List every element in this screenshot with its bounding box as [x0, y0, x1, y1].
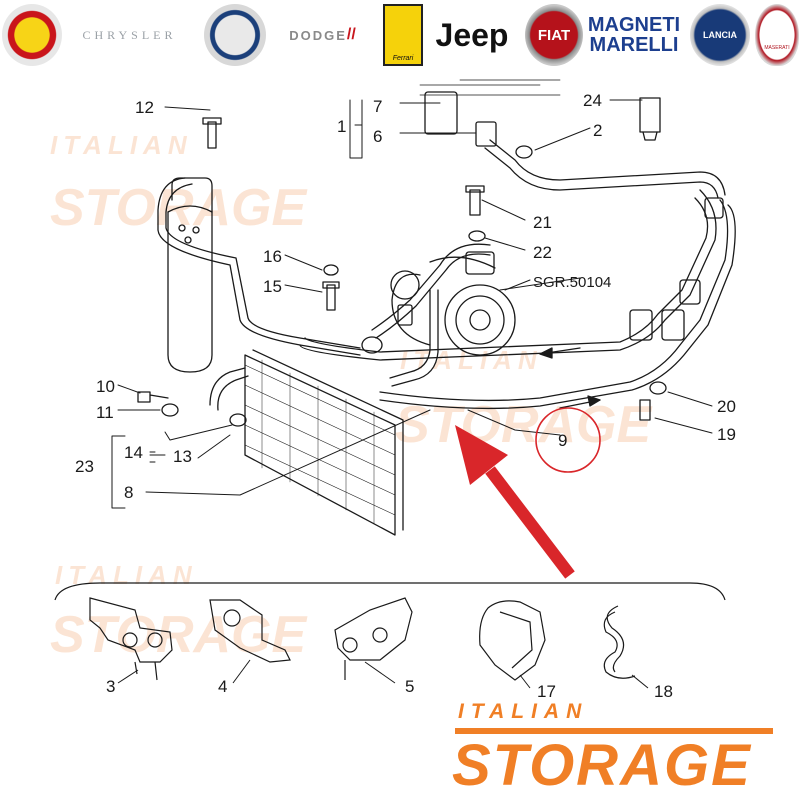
hose-clip-center: [397, 304, 413, 326]
bolt-12: [202, 117, 222, 149]
maserati-logo-text: MASERATI: [764, 45, 790, 51]
dodge-logo-text: DODGE: [289, 27, 347, 43]
label-4: 4: [218, 677, 227, 696]
nut-2: [515, 145, 533, 159]
logo-divider-bar: [455, 728, 773, 734]
bolt-15: [322, 281, 340, 311]
ferrari-logo: Ferrari: [383, 4, 423, 66]
washer-22: [468, 230, 486, 242]
right-fitting-b: [661, 309, 685, 341]
label-18: 18: [654, 682, 673, 701]
compressor-fitting: [465, 251, 495, 275]
part-3-bracket: [89, 597, 173, 681]
maserati-logo: MASERATI: [755, 4, 799, 66]
pressure-switch: [639, 97, 661, 133]
compressor: [390, 256, 516, 356]
fitting-6: [475, 121, 497, 147]
magneti-marelli-logo: MAGNETI MARELLI: [588, 4, 680, 66]
italian-storage-logo-main: STORAGE: [452, 733, 752, 798]
highlight-circle-9: [535, 407, 601, 473]
part-5-bracket: [334, 597, 413, 680]
lancia-logo: LANCIA: [690, 4, 750, 66]
label-5: 5: [405, 677, 414, 696]
label-8: 8: [124, 483, 133, 502]
label-13: 13: [173, 447, 192, 466]
label-7: 7: [373, 97, 382, 116]
bolt-21: [465, 185, 485, 216]
ferrari-logo-text: Ferrari: [392, 55, 414, 62]
label-sgr-code: SGR.50104: [533, 274, 611, 291]
fitting-7: [424, 91, 458, 135]
part-17-clamp: [479, 600, 546, 681]
bolt-19: [639, 399, 651, 421]
label-2: 2: [593, 121, 602, 140]
red-pointer-arrow: [455, 425, 575, 579]
label-11: 11: [96, 403, 114, 422]
jeep-logo-text: Jeep: [435, 16, 509, 53]
label-23: 23: [75, 457, 94, 476]
right-fitting-d: [704, 197, 724, 219]
brand-logo-bar: CHRYSLER DODGE// Ferrari Jeep FIAT MAGNE…: [0, 0, 800, 72]
label-14: 14: [124, 443, 143, 462]
nut-16: [323, 264, 339, 276]
label-12: 12: [135, 98, 154, 117]
label-24: 24: [583, 91, 602, 110]
magneti-logo-text: MAGNETI: [587, 14, 681, 36]
condenser: [244, 349, 404, 536]
hose-fitting-center: [361, 336, 383, 354]
receiver-drier: [167, 177, 213, 373]
alfa-romeo-logo: [204, 4, 266, 66]
label-3: 3: [106, 677, 115, 696]
right-fitting-c: [679, 279, 701, 305]
label-15: 15: [263, 277, 282, 296]
label-17: 17: [537, 682, 556, 701]
jeep-logo: Jeep: [428, 4, 516, 66]
label-19: 19: [717, 425, 736, 444]
dodge-logo: DODGE//: [270, 4, 375, 66]
label-9: 9: [558, 431, 567, 450]
label-6: 6: [373, 127, 382, 146]
fiat-logo-text: FIAT: [537, 26, 571, 44]
part-4-bracket: [209, 599, 291, 663]
right-fitting-a: [629, 309, 653, 341]
label-21: 21: [533, 213, 552, 232]
part-18-clip: [603, 605, 636, 679]
fiat-logo: FIAT: [525, 4, 583, 66]
marelli-logo-text: MARELLI: [589, 34, 679, 56]
nut-11: [161, 403, 179, 417]
label-20: 20: [717, 397, 736, 416]
washer-20: [649, 381, 667, 395]
abarth-logo: [2, 4, 62, 66]
lancia-logo-text: LANCIA: [703, 30, 737, 40]
dodge-logo-mark: //: [346, 26, 356, 43]
label-10: 10: [96, 377, 115, 396]
italian-storage-logo-top: ITALIAN: [458, 700, 589, 723]
parts-separator: [54, 582, 726, 601]
label-1: 1: [337, 117, 346, 136]
bolt-10: [137, 391, 169, 403]
label-16: 16: [263, 247, 282, 266]
o-ring-13: [229, 413, 247, 427]
chrysler-logo-text: CHRYSLER: [82, 27, 177, 42]
chrysler-logo: CHRYSLER: [62, 4, 197, 66]
label-22: 22: [533, 243, 552, 262]
